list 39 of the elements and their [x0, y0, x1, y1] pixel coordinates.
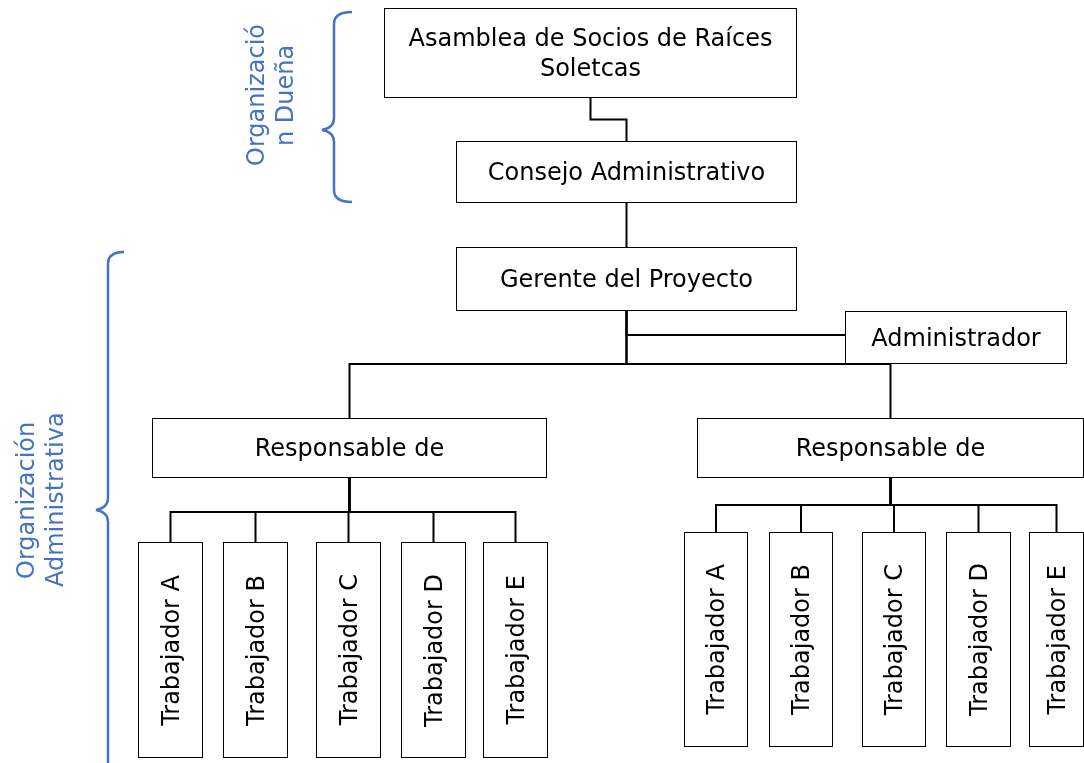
org-box — [483, 542, 548, 758]
box-label: Trabajador D — [963, 563, 994, 716]
org-box — [845, 311, 1067, 364]
section-label: Organizació n Dueña — [242, 23, 300, 168]
box-label: Trabajador B — [786, 564, 816, 715]
connector-line — [589, 97, 628, 142]
connector-line — [889, 477, 1058, 533]
box-label: Trabajador A — [155, 574, 186, 726]
org-box — [152, 418, 547, 478]
box-label: Trabajador A — [701, 564, 731, 715]
connector-line — [625, 310, 892, 419]
org-box — [456, 141, 797, 203]
org-box — [769, 532, 833, 747]
connector-line — [625, 202, 628, 248]
org-box — [946, 532, 1011, 747]
org-box — [697, 418, 1084, 478]
org-box — [384, 8, 797, 98]
org-box — [862, 532, 926, 747]
box-label: Gerente del Proyecto — [499, 264, 754, 294]
box-label: Responsable de — [254, 433, 445, 463]
box-label: Trabajador E — [1041, 564, 1072, 715]
org-box — [456, 247, 797, 311]
box-label: Trabajador D — [418, 573, 449, 727]
box-label: Trabajador C — [333, 574, 364, 726]
box-label: Responsable de — [795, 433, 986, 463]
box-label: Trabajador E — [500, 575, 531, 725]
box-label: Trabajador B — [240, 574, 271, 726]
section-label: Organización Administrativa — [12, 411, 70, 590]
org-box — [138, 542, 203, 758]
box-label: Consejo Administrativo — [487, 157, 766, 187]
box-label: Administrador — [871, 322, 1041, 353]
org-box — [684, 532, 748, 747]
org-box — [401, 542, 466, 758]
box-label: Asamblea de Socios de Raíces Soletcas — [407, 23, 774, 83]
box-label: Trabajador C — [879, 563, 909, 716]
org-box — [1029, 532, 1084, 747]
org-box — [316, 542, 381, 758]
org-box — [223, 542, 288, 758]
connector-line — [348, 477, 517, 543]
